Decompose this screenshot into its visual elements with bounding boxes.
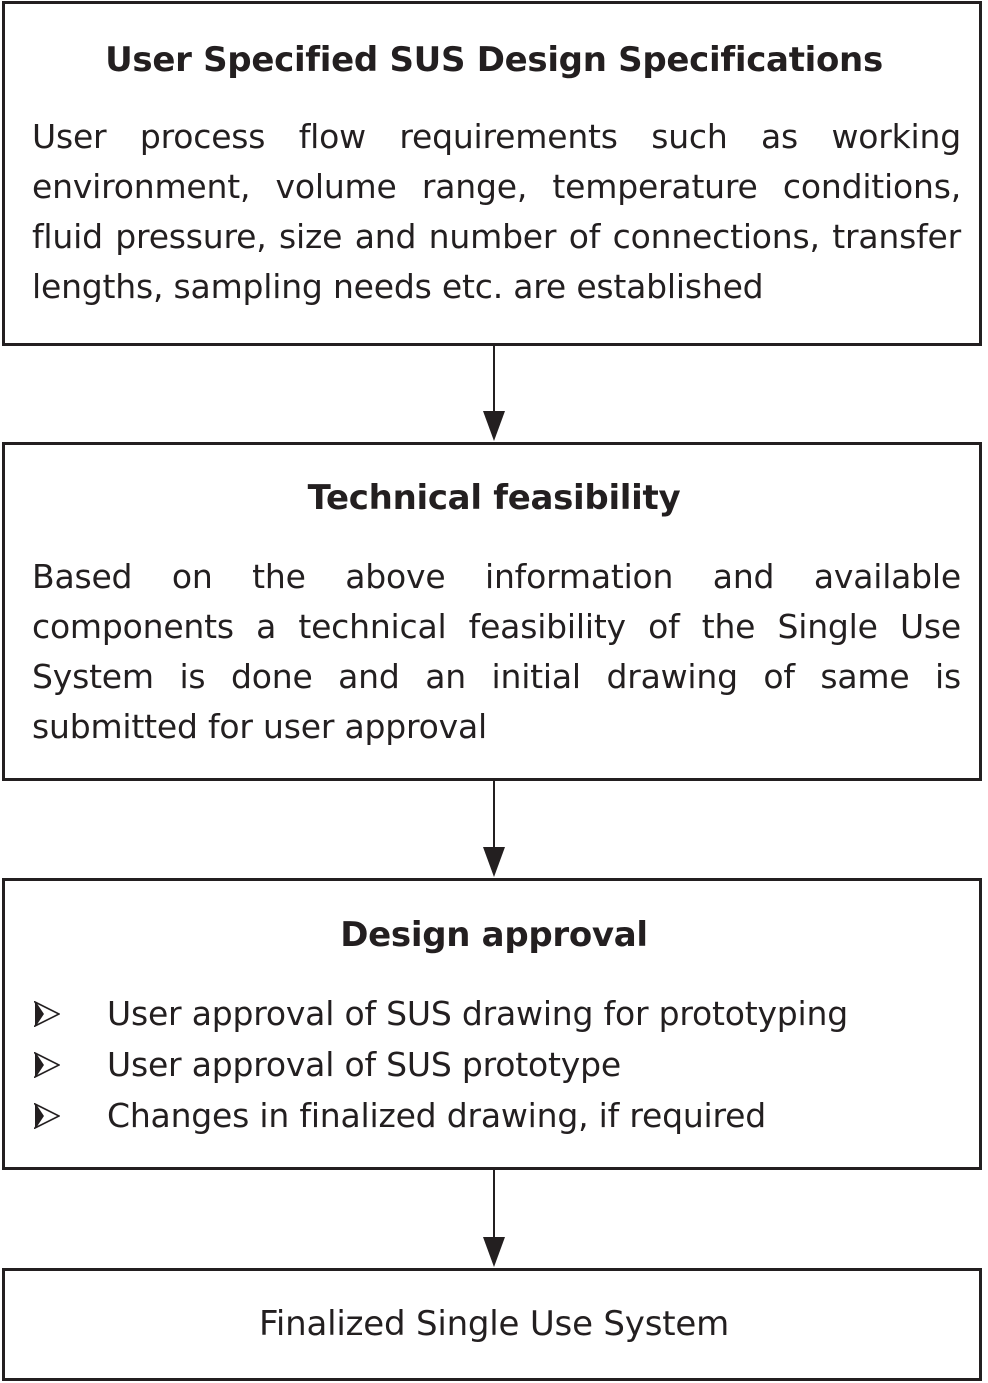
step-body-specifications: User process flow requirements such as w… — [32, 117, 961, 306]
approval-bullet-list: User approval of SUS drawing for prototy… — [32, 988, 968, 1141]
bullet-text: User approval of SUS drawing for prototy… — [107, 994, 848, 1033]
step-box-specifications — [2, 1, 982, 346]
step-body-feasibility: Based on the above information and avail… — [32, 557, 961, 746]
bullet-text: User approval of SUS prototype — [107, 1045, 621, 1084]
arrowhead-bullet-icon — [34, 1001, 60, 1027]
list-item: User approval of SUS drawing for prototy… — [32, 988, 968, 1039]
down-arrow-icon — [483, 781, 505, 877]
step-title-final: Finalized Single Use System — [258, 1304, 729, 1344]
list-item: Changes in finalized drawing, if require… — [32, 1090, 968, 1141]
list-item: User approval of SUS prototype — [32, 1039, 968, 1090]
down-arrow-icon — [483, 1170, 505, 1267]
step-title-specifications: User Specified SUS Design Specifications — [105, 40, 883, 80]
step-box-design-approval — [2, 878, 982, 1170]
arrowhead-bullet-icon — [34, 1052, 60, 1078]
step-title-design-approval: Design approval — [340, 915, 648, 955]
step-box-feasibility — [2, 442, 982, 781]
step-title-feasibility: Technical feasibility — [307, 478, 681, 518]
arrowhead-bullet-icon — [34, 1103, 60, 1129]
step-box-final — [2, 1268, 982, 1381]
bullet-text: Changes in finalized drawing, if require… — [107, 1096, 767, 1135]
down-arrow-icon — [483, 345, 505, 441]
